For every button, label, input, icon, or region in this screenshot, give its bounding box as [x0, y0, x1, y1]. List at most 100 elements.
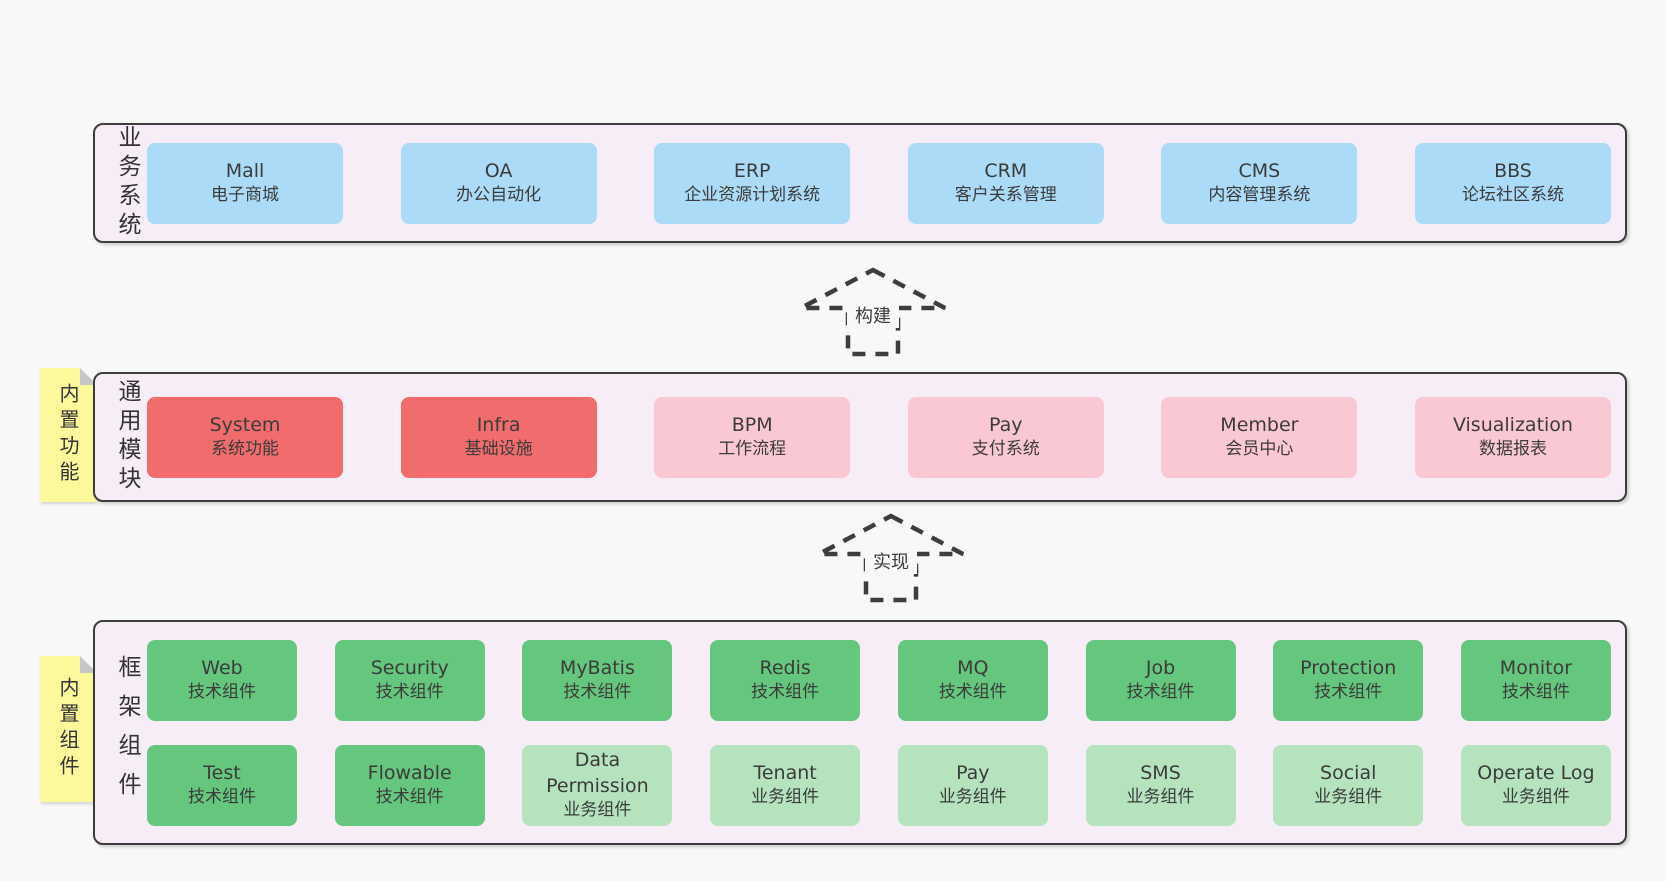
box-name: Security: [370, 657, 449, 680]
box-desc: 技术组件: [1314, 682, 1383, 703]
box-name: Monitor: [1499, 657, 1573, 680]
box-name: Social: [1320, 762, 1377, 785]
box-desc: 技术组件: [188, 787, 256, 808]
layer-label-framework-components: 框架组件: [114, 654, 140, 811]
box-name: Tenant: [753, 762, 817, 785]
box-desc: 会员中心: [1225, 439, 1294, 460]
sticky-note-label: 内置功能: [56, 383, 80, 487]
arrow-up-icon: 实现: [817, 513, 965, 603]
box-desc: 数据报表: [1478, 439, 1547, 460]
box-name: System: [209, 414, 281, 437]
layer-label-common-modules: 通用模块: [114, 379, 140, 495]
box-desc: 技术组件: [188, 682, 256, 703]
box-name: OA: [484, 160, 513, 183]
box-desc: 业务组件: [751, 787, 820, 808]
sticky-note-builtin-components: 内置组件: [40, 656, 97, 802]
box-desc: 客户关系管理: [954, 185, 1057, 206]
box-desc: 业务组件: [938, 787, 1007, 808]
box-name: ERP: [733, 160, 771, 183]
box-desc: 技术组件: [751, 682, 820, 703]
box-desc: 企业资源计划系统: [684, 185, 821, 206]
box-name: Member: [1220, 414, 1299, 437]
box-name: Protection: [1300, 657, 1397, 680]
box-name: Infra: [476, 414, 521, 437]
box-desc: 技术组件: [563, 682, 632, 703]
box-name: BBS: [1494, 160, 1532, 183]
box-name: MQ: [957, 657, 989, 680]
box-name: Redis: [759, 657, 811, 680]
arrow-implement-label: 实现: [873, 552, 909, 573]
box-desc: 业务组件: [563, 800, 632, 821]
box-desc: 技术组件: [375, 787, 444, 808]
box-name: MyBatis: [559, 657, 635, 680]
box-desc: 办公自动化: [456, 185, 542, 206]
box-desc: 技术组件: [1126, 682, 1195, 703]
sticky-note-builtin-features: 内置功能: [40, 368, 97, 502]
arrow-up-icon: 构建: [799, 267, 947, 357]
arrow-implement: 实现: [816, 512, 966, 604]
box-desc: 电子商城: [211, 185, 279, 206]
box-name: Data Permission: [546, 749, 649, 798]
box-desc: 内容管理系统: [1208, 185, 1311, 206]
box-desc: 业务组件: [1501, 787, 1570, 808]
box-desc: 技术组件: [938, 682, 1007, 703]
box-desc: 论坛社区系统: [1461, 185, 1564, 206]
box-name: Operate Log: [1477, 762, 1595, 785]
box-desc: 工作流程: [718, 439, 787, 460]
box-name: Pay: [989, 414, 1023, 437]
box-desc: 系统功能: [211, 439, 279, 460]
box-name: CRM: [984, 160, 1028, 183]
box-name: CMS: [1238, 160, 1281, 183]
layer-label-business-systems: 业务系统: [114, 125, 140, 241]
arrow-build: 构建: [798, 266, 948, 358]
box-name: SMS: [1140, 762, 1181, 785]
box-name: Flowable: [367, 762, 452, 785]
box-desc: 业务组件: [1314, 787, 1383, 808]
box-name: Web: [201, 657, 243, 680]
box-name: Test: [203, 762, 241, 785]
box-name: Job: [1145, 657, 1176, 680]
box-desc: 技术组件: [375, 682, 444, 703]
box-name: Visualization: [1452, 414, 1573, 437]
box-name: BPM: [731, 414, 773, 437]
box-desc: 支付系统: [971, 439, 1040, 460]
box-desc: 技术组件: [1501, 682, 1570, 703]
box-desc: 基础设施: [464, 439, 533, 460]
box-desc: 业务组件: [1126, 787, 1195, 808]
arrow-build-label: 构建: [855, 306, 891, 327]
